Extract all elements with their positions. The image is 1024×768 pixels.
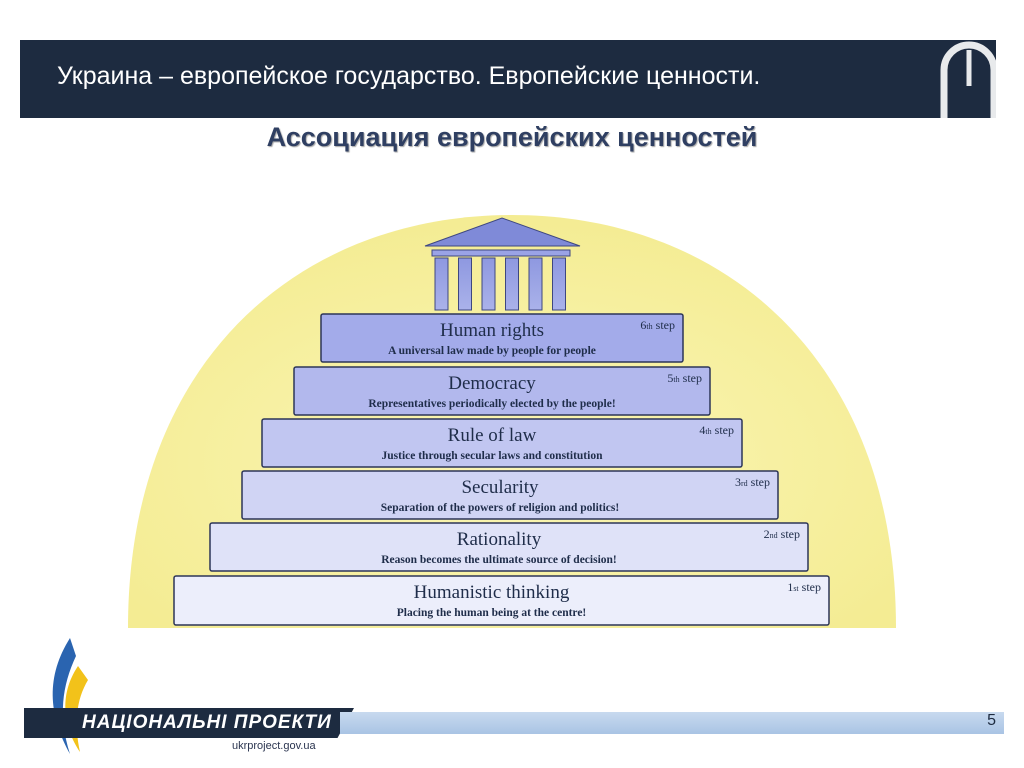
footer-brand: НАЦІОНАЛЬНІ ПРОЕКТИ <box>82 712 332 733</box>
temple-pillar <box>458 257 472 311</box>
step-box <box>209 522 809 572</box>
pyramid-step: Human rights A universal law made by peop… <box>320 313 684 363</box>
step-number: 5th step <box>667 371 702 385</box>
step-title: Humanistic thinking <box>414 582 570 603</box>
step-box <box>173 575 830 626</box>
flame-logo-icon <box>52 638 88 754</box>
slide-subtitle: Ассоциация европейских ценностей <box>266 122 758 152</box>
step-description: Justice through secular laws and constit… <box>382 450 604 462</box>
step-description: A universal law made by people for peopl… <box>388 345 596 357</box>
step-title: Rule of law <box>448 425 537 446</box>
step-title: Rationality <box>457 529 542 550</box>
step-description: Placing the human being at the centre! <box>397 607 587 619</box>
step-box <box>293 366 711 416</box>
temple-pillar <box>481 257 496 311</box>
page-number: 5 <box>987 712 996 729</box>
step-title: Democracy <box>448 373 536 394</box>
step-box <box>261 418 743 468</box>
temple-pillar <box>505 257 519 311</box>
logo-icon <box>940 41 996 118</box>
step-number: 3rd step <box>735 475 770 489</box>
step-number: 2nd step <box>764 527 800 541</box>
temple-pillar <box>552 257 566 311</box>
slide-title: Украина – европейское государство. Европ… <box>57 62 761 90</box>
step-description: Separation of the powers of religion and… <box>381 502 619 514</box>
step-title: Human rights <box>440 320 544 341</box>
step-description: Reason becomes the ultimate source of de… <box>381 554 617 566</box>
step-number: 6th step <box>640 318 675 332</box>
step-number: 4th step <box>699 423 734 437</box>
footer-brand-banner <box>24 708 354 738</box>
title-bar: Украина – европейское государство. Европ… <box>20 40 996 118</box>
footer-bar <box>340 712 1004 734</box>
step-description: Representatives periodically elected by … <box>368 398 615 410</box>
step-box <box>241 470 779 520</box>
temple-pillar <box>434 257 449 311</box>
step-box <box>320 313 684 363</box>
temple-pillar <box>528 257 543 311</box>
step-number: 1st step <box>787 580 821 594</box>
temple-icon <box>424 217 581 311</box>
footer-url[interactable]: ukrproject.gov.ua <box>232 740 316 752</box>
step-title: Secularity <box>461 477 539 498</box>
